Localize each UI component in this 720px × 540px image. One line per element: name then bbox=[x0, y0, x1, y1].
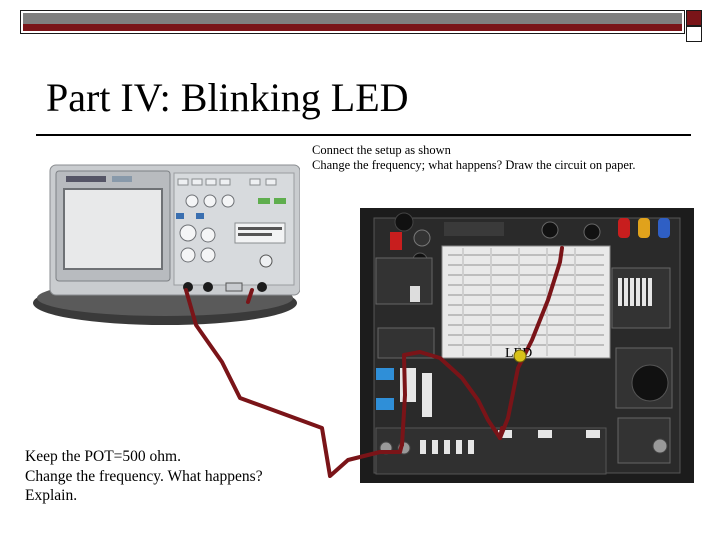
instructions: Connect the setup as shown Change the fr… bbox=[312, 143, 636, 173]
header-maroon-band bbox=[23, 24, 682, 31]
header-gray-band bbox=[23, 13, 682, 24]
note-line: Explain. bbox=[25, 487, 78, 504]
notes: Keep the POT=500 ohm. Change the frequen… bbox=[25, 447, 263, 506]
slide-title: Part IV: Blinking LED bbox=[46, 75, 409, 120]
note-line: Keep the POT=500 ohm. bbox=[25, 448, 181, 465]
led-icon bbox=[513, 349, 527, 363]
oscilloscope-image bbox=[33, 164, 300, 325]
note-line: Change the frequency. What happens? bbox=[25, 467, 263, 485]
header-corner-square bbox=[686, 10, 702, 26]
title-rule bbox=[36, 134, 691, 136]
instruction-line: Connect the setup as shown bbox=[312, 143, 451, 157]
instruction-line: Change the frequency; what happens? Draw… bbox=[312, 158, 636, 172]
header-corner-square-outline bbox=[686, 26, 702, 42]
header-bar bbox=[20, 10, 685, 34]
